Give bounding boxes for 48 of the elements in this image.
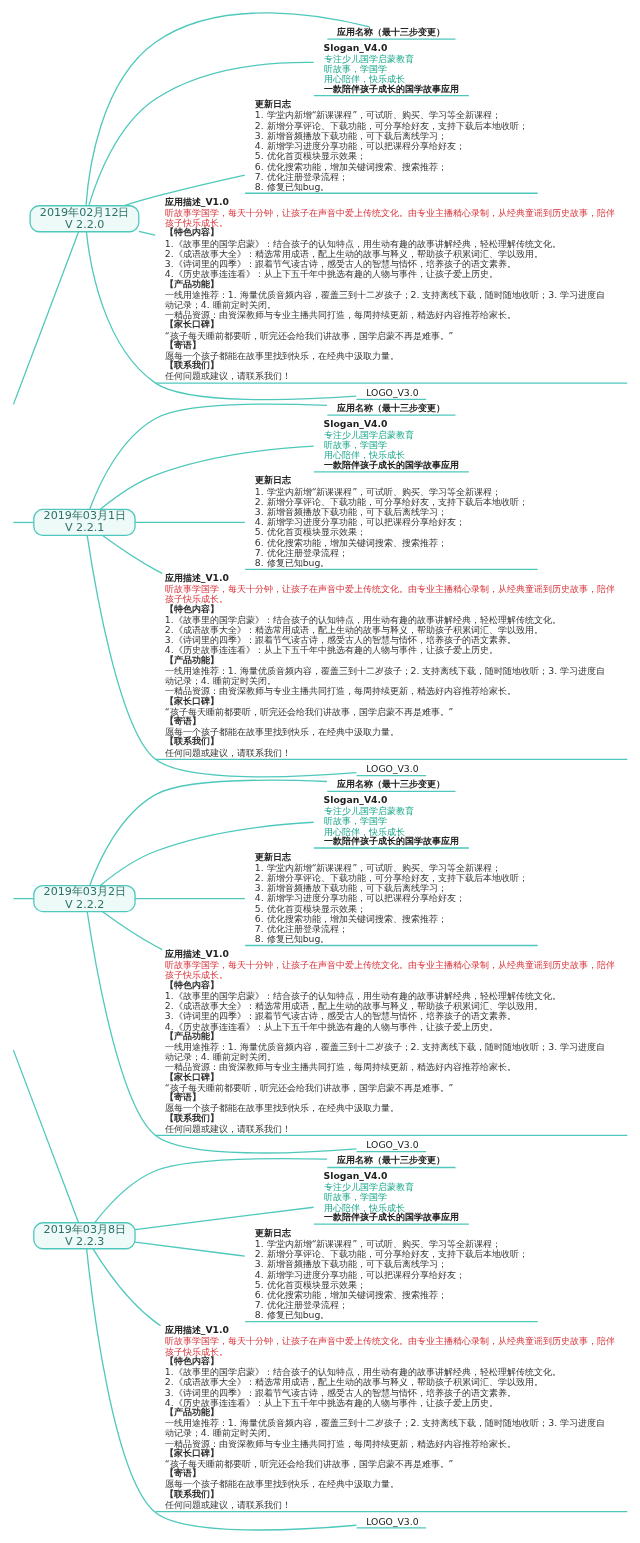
- connector: [134, 1206, 315, 1231]
- connector: [138, 230, 156, 236]
- node-text: Slogan_V4.0 专注少儿国学启蒙教育 听故事，学国学 用心陪伴，快乐成长 一款陪伴孩子成长的国学故事应用: [323, 793, 459, 846]
- node-box: 2019年03月8日 V 2.2.3: [33, 1222, 136, 1250]
- connector: [101, 534, 163, 575]
- connector: [101, 911, 163, 951]
- connector: [92, 1248, 162, 1327]
- node-text: Slogan_V4.0 专注少儿国学启蒙教育 听故事，学国学 用心陪伴，快乐成长 一款陪伴孩子成长的国学故事应用: [323, 417, 459, 470]
- connector: [12, 1049, 80, 1224]
- connector: [94, 1157, 328, 1224]
- connector: [99, 445, 315, 510]
- node-text: LOGO_V3.0: [366, 1515, 419, 1527]
- node-box: 2019年03月2日 V 2.2.2: [33, 884, 136, 913]
- connector: [85, 231, 357, 401]
- connector: [134, 521, 246, 524]
- connector: [89, 403, 328, 510]
- node-text: 应用名称（最十三步变更）: [336, 25, 445, 37]
- node-text: LOGO_V3.0: [366, 387, 419, 399]
- connector: [89, 779, 328, 887]
- node-text: 应用描述_V1.0 听故事学国学，每天十分钟，让孩子在声音中爱上传统文化。由专业主播精心录制，从经典童谣到历史故事，陪伴孩子快乐成长。 【特色内容】 1.《故事里的国学启蒙》：结合孩子的认知特点，用生动有趣的故事讲解经典，轻松理解传统文化。 2.《成语故事大全》：精选常用成语，配上生动的故事与释义，帮助孩子积累词汇、学以致用。 3.《诗词里的四季》：跟着节气读古诗，感受古人的智慧与情怀，培养孩子的语文素养。 4.《历史故事连连看》：从上下五千年中挑选有趣的人物与事件，让孩子爱上历史。 【产品功能】 一线用途推荐：1. 海量优质音频内容，覆盖三到十二岁孩子；2. 支持离线下载，随时随地收听；3. 学习进度自动记录；4. 睡前定时关闭。 一精品资源：由资深教师与专业主播共同打造，每周持续更新，精选好内容推荐给家长。 【家长口碑】 “孩子每天睡前都要听，听完还会给我们讲故事，国学启蒙不再是难事。” 【寄语】 愿每一个孩子都能在故事里找到快乐，在经典中汲取力量。 【联系我们】 任何问题或建议，请联系我们！: [164, 571, 615, 758]
- node-text: 更新日志 1. 学堂内新增“新课课程”，可试听、购买、学习等全新课程； 2. 新增分享评论、下载功能，可分享给好友，支持下载后本地收听； 3. 新增音频播放下载功能，可下载后离线学习； 4. 新增学习进度分享功能，可以把课程分享给好友； 5. 优化首页模块显示效果； 6. 优化搜索功能，增加关键词搜索、搜索推荐； 7. 优化注册登录流程； 8. 修复已知bug。: [254, 474, 528, 569]
- connector: [88, 61, 315, 207]
- connector: [12, 231, 80, 406]
- node-text: 更新日志 1. 学堂内新增“新课课程”，可试听、购买、学习等全新课程； 2. 新增分享评论、下载功能，可分享给好友，支持下载后本地收听； 3. 新增音频播放下载功能，可下载后离线学习； 4. 新增学习进度分享功能，可以把课程分享给好友； 5. 优化首页模块显示效果； 6. 优化搜索功能，增加关键词搜索、搜索推荐； 7. 优化注册登录流程； 8. 修复已知bug。: [254, 98, 528, 192]
- node-text: 应用描述_V1.0 听故事学国学，每天十分钟，让孩子在声音中爱上传统文化。由专业主播精心录制，从经典童谣到历史故事，陪伴孩子快乐成长。 【特色内容】 1.《故事里的国学启蒙》：结合孩子的认知特点，用生动有趣的故事讲解经典，轻松理解传统文化。 2.《成语故事大全》：精选常用成语，配上生动的故事与释义，帮助孩子积累词汇、学以致用。 3.《诗词里的四季》：跟着节气读古诗，感受古人的智慧与情怀，培养孩子的语文素养。 4.《历史故事连连看》：从上下五千年中挑选有趣的人物与事件，让孩子爱上历史。 【产品功能】 一线用途推荐：1. 海量优质音频内容，覆盖三到十二岁孩子；2. 支持离线下载，随时随地收听；3. 学习进度自动记录；4. 睡前定时关闭。 一精品资源：由资深教师与专业主播共同打造，每周持续更新，精选好内容推荐给家长。 【家长口碑】 “孩子每天睡前都要听，听完还会给我们讲故事，国学启蒙不再是难事。” 【寄语】 愿每一个孩子都能在故事里找到快乐，在经典中汲取力量。 【联系我们】 任何问题或建议，请联系我们！: [164, 948, 615, 1134]
- connector: [123, 174, 246, 207]
- node-text: 更新日志 1. 学堂内新增“新课课程”，可试听、购买、学习等全新课程； 2. 新增分享评论、下载功能，可分享给好友，支持下载后本地收听； 3. 新增音频播放下载功能，可下载后离线学习； 4. 新增学习进度分享功能，可以把课程分享给好友； 5. 优化首页模块显示效果； 6. 优化搜索功能，增加关键词搜索、搜索推荐； 7. 优化注册登录流程； 8. 修复已知bug。: [254, 1226, 528, 1321]
- node-text: 应用名称（最十三步变更）: [336, 402, 445, 414]
- node-text: 应用描述_V1.0 听故事学国学，每天十分钟，让孩子在声音中爱上传统文化。由专业主播精心录制，从经典童谣到历史故事，陪伴孩子快乐成长。 【特色内容】 1.《故事里的国学启蒙》：结合孩子的认知特点，用生动有趣的故事讲解经典，轻松理解传统文化。 2.《成语故事大全》：精选常用成语，配上生动的故事与释义，帮助孩子积累词汇、学以致用。 3.《诗词里的四季》：跟着节气读古诗，感受古人的智慧与情怀，培养孩子的语文素养。 4.《历史故事连连看》：从上下五千年中挑选有趣的人物与事件，让孩子爱上历史。 【产品功能】 一线用途推荐：1. 海量优质音频内容，覆盖三到十二岁孩子；2. 支持离线下载，随时随地收听；3. 学习进度自动记录；4. 睡前定时关闭。 一精品资源：由资深教师与专业主播共同打造，每周持续更新，精选好内容推荐给家长。 【家长口碑】 “孩子每天睡前都要听，听完还会给我们讲故事，国学启蒙不再是难事。” 【寄语】 愿每一个孩子都能在故事里找到快乐，在经典中汲取力量。 【联系我们】 任何问题或建议，请联系我们！: [164, 195, 615, 382]
- node-text: LOGO_V3.0: [366, 1139, 419, 1151]
- connector: [99, 821, 315, 887]
- connector: [86, 1248, 357, 1531]
- node-box: 2019年03月1日 V 2.2.1: [33, 508, 136, 537]
- node-text: 应用描述_V1.0 听故事学国学，每天十分钟，让孩子在声音中爱上传统文化。由专业主播精心录制，从经典童谣到历史故事，陪伴孩子快乐成长。 【特色内容】 1.《故事里的国学启蒙》：结合孩子的认知特点，用生动有趣的故事讲解经典，轻松理解传统文化。 2.《成语故事大全》：精选常用成语，配上生动的故事与释义，帮助孩子积累词汇、学以致用。 3.《诗词里的四季》：跟着节气读古诗，感受古人的智慧与情怀，培养孩子的语文素养。 4.《历史故事连连看》：从上下五千年中挑选有趣的人物与事件，让孩子爱上历史。 【产品功能】 一线用途推荐：1. 海量优质音频内容，覆盖三到十二岁孩子；2. 支持离线下载，随时随地收听；3. 学习进度自动记录；4. 睡前定时关闭。 一精品资源：由资深教师与专业主播共同打造，每周持续更新，精选好内容推荐给家长。 【家长口碑】 “孩子每天睡前都要听，听完还会给我们讲故事，国学启蒙不再是难事。” 【寄语】 愿每一个孩子都能在故事里找到快乐，在经典中汲取力量。 【联系我们】 任何问题或建议，请联系我们！: [164, 1324, 615, 1510]
- connector: [86, 534, 358, 778]
- node-text: Slogan_V4.0 专注少儿国学启蒙教育 听故事，学国学 用心陪伴，快乐成长 一款陪伴孩子成长的国学故事应用: [323, 41, 459, 94]
- connector: [134, 897, 246, 900]
- connector: [85, 12, 371, 207]
- node-text: LOGO_V3.0: [366, 763, 419, 775]
- connector: [12, 897, 35, 900]
- node-text: 应用名称（最十三步变更）: [336, 1154, 445, 1166]
- connector: [12, 521, 35, 524]
- node-text: Slogan_V4.0 专注少儿国学启蒙教育 听故事，学国学 用心陪伴，快乐成长 一款陪伴孩子成长的国学故事应用: [323, 1170, 459, 1222]
- connector: [86, 911, 358, 1154]
- node-text: 更新日志 1. 学堂内新增“新课课程”，可试听、购买、学习等全新课程； 2. 新增分享评论、下载功能，可分享给好友，支持下载后本地收听； 3. 新增音频播放下载功能，可下载后离线学习； 4. 新增学习进度分享功能，可以把课程分享给好友； 5. 优化首页模块显示效果； 6. 优化搜索功能，增加关键词搜索、搜索推荐； 7. 优化注册登录流程； 8. 修复已知bug。: [254, 850, 528, 945]
- node-text: 应用名称（最十三步变更）: [336, 778, 445, 790]
- connector: [134, 1241, 246, 1257]
- node-box: 2019年02月12日 V 2.2.0: [29, 205, 140, 233]
